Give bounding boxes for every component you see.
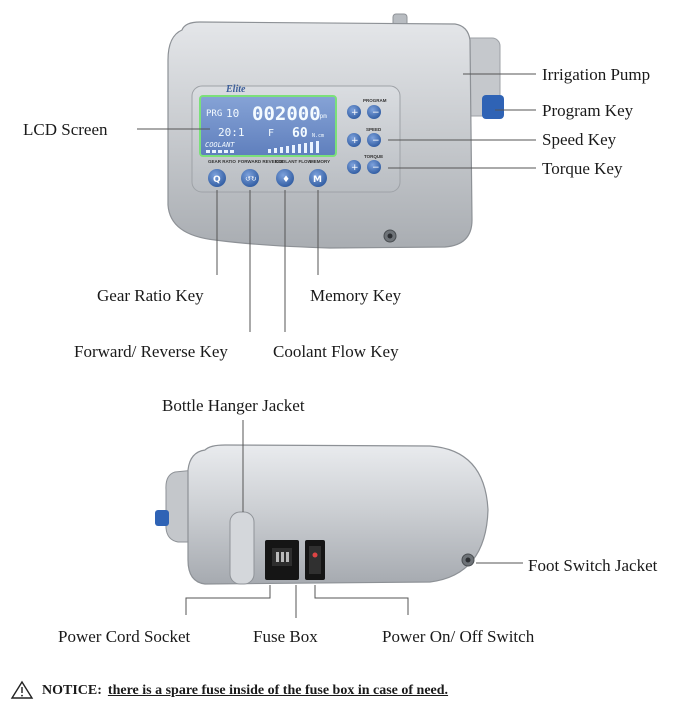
notice-prefix: NOTICE:	[42, 683, 102, 698]
warning-icon	[10, 680, 34, 699]
lcd-speed-unit: rpm	[316, 113, 327, 120]
forward-reverse-panel-label: FORWARD REVERSE	[238, 159, 284, 164]
gear-ratio-key[interactable]	[208, 169, 226, 187]
torque-panel-label: TORQUE	[364, 154, 383, 159]
bottom-keys: GEAR RATIO FORWARD REVERSE COOLANT FLOW …	[208, 159, 330, 187]
lcd-torque-unit: N.cm	[312, 133, 324, 139]
svg-text:−: −	[372, 108, 380, 118]
lcd-prg-label: PRG	[206, 109, 222, 119]
svg-text:♦: ♦	[282, 175, 290, 185]
svg-text:+: +	[351, 108, 359, 118]
lcd-torque-value: 60	[292, 126, 308, 141]
program-key-label: Program Key	[542, 101, 634, 120]
forward-reverse-key[interactable]	[241, 169, 259, 187]
speed-minus-key[interactable]	[367, 133, 381, 147]
memory-key-label: Memory Key	[310, 286, 402, 305]
power-cord-socket-label: Power Cord Socket	[58, 627, 191, 646]
forward-reverse-key-label: Forward/ Reverse Key	[74, 342, 228, 361]
lcd-mode-value: F	[268, 128, 274, 139]
svg-text:↺↻: ↺↻	[245, 175, 257, 183]
notice-text: there is a spare fuse inside of the fuse…	[107, 683, 449, 698]
rear-leader-lines	[185, 420, 523, 618]
lcd-bargraph	[206, 141, 319, 153]
speed-panel-label: SPEED	[366, 127, 382, 132]
gear-ratio-panel-label: GEAR RATIO	[208, 159, 236, 164]
bottle-hanger-jacket-label: Bottle Hanger Jacket	[162, 396, 305, 415]
lcd-prg-value: 10	[226, 107, 239, 120]
torque-plus-key[interactable]	[347, 160, 361, 174]
lcd-speed-value: 002000	[252, 103, 321, 125]
program-minus-key[interactable]	[367, 105, 381, 119]
memory-panel-label: MEMORY	[310, 159, 330, 164]
lcd-screen	[199, 95, 337, 157]
lcd-ratio-value: 20:1	[218, 126, 245, 139]
svg-text:−: −	[372, 163, 380, 173]
svg-text:−: −	[372, 136, 380, 146]
svg-text:M: M	[313, 175, 322, 185]
memory-key[interactable]	[309, 169, 327, 187]
irrigation-pump-label: Irrigation Pump	[542, 65, 651, 84]
svg-text:+: +	[351, 163, 359, 173]
right-keys: PROGRAM + − SPEED + − TORQUE + −	[347, 98, 387, 174]
top-leader-lines	[137, 73, 536, 332]
fuse-box-label: Fuse Box	[253, 627, 318, 646]
torque-key-label: Torque Key	[542, 159, 623, 178]
program-plus-key[interactable]	[347, 105, 361, 119]
rear-pump-knob	[155, 510, 169, 526]
svg-text:Q: Q	[213, 175, 221, 185]
notice: NOTICE: there is a spare fuse inside of …	[42, 683, 448, 699]
foot-switch-jacket-label: Foot Switch Jacket	[528, 556, 658, 575]
coolant-flow-panel-label: COOLANT FLOW	[275, 159, 312, 164]
control-unit-rear	[155, 444, 489, 585]
lcd-screen-label: LCD Screen	[23, 120, 108, 139]
gear-ratio-key-label: Gear Ratio Key	[97, 286, 204, 305]
speed-key-label: Speed Key	[542, 130, 617, 149]
pump-knob	[482, 95, 504, 119]
power-switch-label: Power On/ Off Switch	[382, 627, 535, 646]
program-panel-label: PROGRAM	[363, 98, 387, 103]
coolant-flow-key-label: Coolant Flow Key	[273, 342, 399, 361]
torque-minus-key[interactable]	[367, 160, 381, 174]
coolant-flow-key[interactable]	[276, 169, 294, 187]
brand-logo: Elite	[225, 84, 246, 95]
speed-plus-key[interactable]	[347, 133, 361, 147]
lcd-coolant-label: COOLANT	[205, 141, 235, 149]
lcd-contents: PRG 10 002000 rpm 20:1 F 60 N.cm COOLANT	[205, 103, 327, 153]
svg-text:+: +	[351, 136, 359, 146]
